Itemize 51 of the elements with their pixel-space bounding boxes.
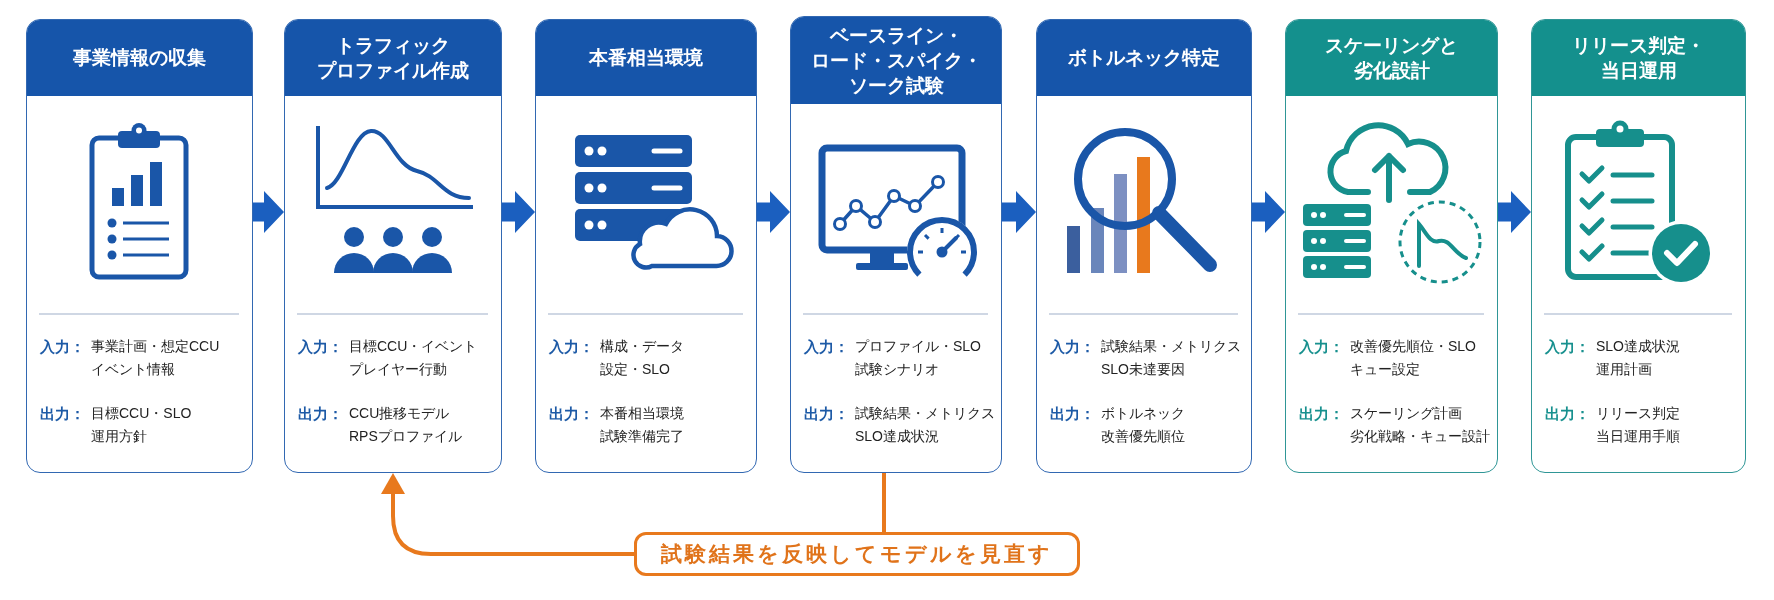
card-header: スケーリングと劣化設計 <box>1286 20 1497 96</box>
arrow <box>1498 191 1531 233</box>
field-text: 本番相当環境試験準備完了 <box>600 403 684 446</box>
field-text: ボトルネック改善優先順位 <box>1101 403 1185 446</box>
field-text: CCU推移モデルRPSプロファイル <box>349 403 462 446</box>
step-card <box>26 19 253 473</box>
field-label: 出力： <box>1545 403 1590 424</box>
field-text: 事業計画・想定CCUイベント情報 <box>91 336 220 379</box>
field-label: 入力： <box>1545 336 1590 357</box>
field-label: 出力： <box>549 403 594 424</box>
arrow <box>1252 191 1285 233</box>
field-label: 出力： <box>804 403 849 424</box>
arrow <box>253 191 284 233</box>
field-text: 目標CCU・SLO運用方針 <box>91 403 192 446</box>
card-header: 事業情報の収集 <box>27 20 252 96</box>
field-text: 試験結果・メトリクスSLO未達要因 <box>1101 336 1241 379</box>
connector-line <box>882 473 886 532</box>
field-text: リリース判定当日運用手順 <box>1596 403 1680 446</box>
field-label: 出力： <box>40 403 85 424</box>
field-label: 入力： <box>804 336 849 357</box>
field-text: 試験結果・メトリクスSLO達成状況 <box>855 403 995 446</box>
step-card <box>284 19 502 473</box>
field-label: 入力： <box>1050 336 1095 357</box>
callout-box: 試験結果を反映してモデルを見直す <box>634 532 1080 576</box>
field-label: 入力： <box>298 336 343 357</box>
card-header: 本番相当環境 <box>536 20 756 96</box>
field-text: SLO達成状況運用計画 <box>1596 336 1680 379</box>
card-header: ボトルネック特定 <box>1037 20 1251 96</box>
step-card <box>1036 19 1252 473</box>
card-header: リリース判定・当日運用 <box>1532 20 1745 96</box>
arrow <box>757 191 790 233</box>
field-label: 入力： <box>40 336 85 357</box>
arrow <box>502 191 535 233</box>
field-text: スケーリング計画劣化戦略・キュー設計 <box>1350 403 1490 446</box>
field-text: 目標CCU・イベントプレイヤー行動 <box>349 336 478 379</box>
field-text: 構成・データ設定・SLO <box>600 336 684 379</box>
field-label: 出力： <box>1299 403 1344 424</box>
arrow <box>1002 191 1036 233</box>
step-card <box>790 16 1002 473</box>
field-label: 出力： <box>1050 403 1095 424</box>
step-card <box>1531 19 1746 473</box>
card-header: トラフィックプロファイル作成 <box>285 20 501 96</box>
step-card <box>1285 19 1498 473</box>
field-text: プロファイル・SLO試験シナリオ <box>855 336 981 379</box>
arrow <box>381 473 634 556</box>
field-label: 入力： <box>549 336 594 357</box>
field-label: 出力： <box>298 403 343 424</box>
field-text: 改善優先順位・SLOキュー設定 <box>1350 336 1476 379</box>
card-header: ベースライン・ロード・スパイク・ソーク試験 <box>791 17 1001 104</box>
field-label: 入力： <box>1299 336 1344 357</box>
step-card <box>535 19 757 473</box>
